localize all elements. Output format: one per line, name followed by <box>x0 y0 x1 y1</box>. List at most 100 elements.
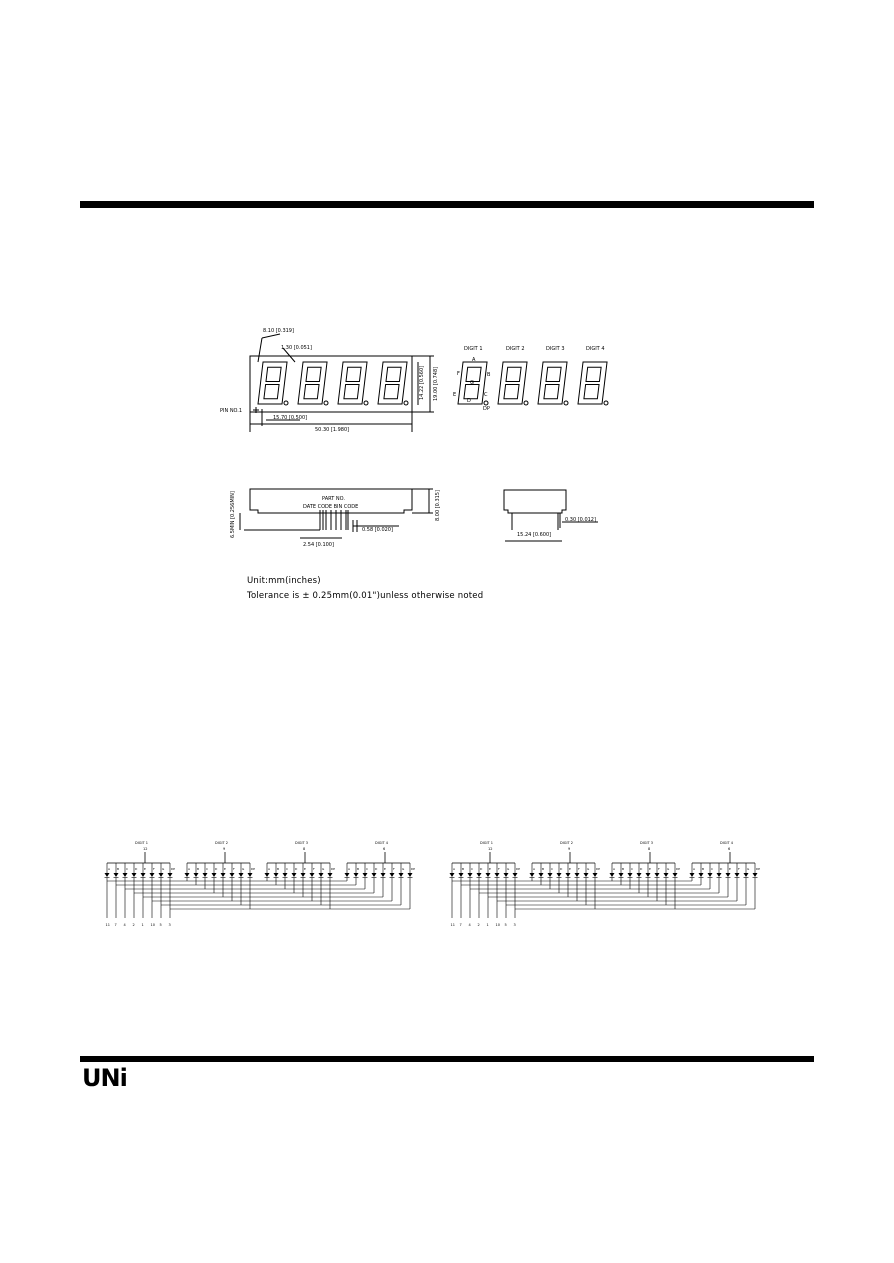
segment-letter: DP <box>331 867 335 871</box>
digit-outline <box>377 361 408 405</box>
decimal-point <box>483 400 489 406</box>
led-diode <box>485 873 491 877</box>
led-diode <box>238 873 244 877</box>
circuit-pin-number: 5 <box>160 923 162 927</box>
segment-letter: A <box>268 867 271 871</box>
segment-letter: C <box>366 867 368 871</box>
circuit-common-pin: 6 <box>728 847 730 851</box>
segment-letter: D <box>720 867 723 871</box>
led-diode <box>467 873 473 877</box>
segment-letter: B <box>622 867 624 871</box>
segment-letter: D <box>135 867 138 871</box>
digit-window-upper <box>545 366 562 382</box>
digit-outline <box>537 361 568 405</box>
led-diode <box>707 873 713 877</box>
circuit-digit-label: DIGIT 3 <box>295 841 308 845</box>
segment-letter: B <box>357 867 359 871</box>
segment-letter: G <box>322 867 325 871</box>
led-diode <box>565 873 571 877</box>
led-diode <box>371 873 377 877</box>
led-diode <box>327 873 333 877</box>
led-diode <box>734 873 740 877</box>
front-digit-2 <box>297 361 329 406</box>
pinout-digit-2 <box>497 361 529 406</box>
segment-letter: DP <box>596 867 600 871</box>
segment-letter: C <box>206 867 208 871</box>
pin-thickness-label: 0.30 [0.012] <box>565 517 596 523</box>
led-diode <box>229 873 235 877</box>
segment-letter: DP <box>251 867 255 871</box>
led-diode <box>512 873 518 877</box>
seg-c-label: C <box>484 392 488 398</box>
circuit-pin-number: 2 <box>478 923 480 927</box>
circuit-common-pin: 6 <box>383 847 385 851</box>
led-diode <box>291 873 297 877</box>
led-diode <box>627 873 633 877</box>
segment-letter: E <box>384 867 386 871</box>
led-diode <box>538 873 544 877</box>
segment-letter: A <box>108 867 111 871</box>
segment-letter: DP <box>171 867 175 871</box>
led-diode <box>636 873 642 877</box>
led-diode <box>300 873 306 877</box>
decimal-point <box>523 400 529 406</box>
segment-letter: F <box>658 867 660 871</box>
seg-g-label: G <box>470 380 474 386</box>
digit2-label: DIGIT 2 <box>506 346 525 352</box>
led-diode <box>609 873 615 877</box>
digit-window-lower <box>383 384 400 400</box>
front-digit-4 <box>377 361 409 406</box>
pin-dia-label: 0.58 [0.020] <box>362 527 393 533</box>
circuit-pin-number: 11 <box>451 923 455 927</box>
segment-letter: G <box>507 867 510 871</box>
segment-letter: C <box>126 867 128 871</box>
led-diode <box>529 873 535 877</box>
segment-letter: A <box>453 867 456 871</box>
segment-letter: D <box>480 867 483 871</box>
segment-letter: C <box>286 867 288 871</box>
led-diode <box>618 873 624 877</box>
seg-f-label: F <box>457 371 460 377</box>
segment-letter: A <box>613 867 616 871</box>
digit-outline <box>497 361 528 405</box>
segment-letter: A <box>188 867 191 871</box>
segment-letter: B <box>277 867 279 871</box>
body-height-label: 19.00 [0.748] <box>433 367 439 401</box>
depth-label: 8.00 [0.315] <box>435 490 441 521</box>
decimal-point <box>323 400 329 406</box>
segment-letter: B <box>197 867 199 871</box>
circuit-pin-number: 4 <box>469 923 472 927</box>
circuit-digit-label: DIGIT 1 <box>480 841 493 845</box>
segment-letter: B <box>542 867 544 871</box>
segment-letter: C <box>471 867 473 871</box>
front-digit-1 <box>257 361 289 406</box>
segment-letter: G <box>242 867 245 871</box>
circuit-pin-number: 10 <box>151 923 155 927</box>
circuit-common-pin: 9 <box>223 847 225 851</box>
led-diode <box>122 873 128 877</box>
segment-letter: F <box>738 867 740 871</box>
circuit-common-pin: 8 <box>303 847 305 851</box>
segment-letter: G <box>587 867 590 871</box>
digit-window-upper <box>505 366 522 382</box>
body-length-label: 50.30 [1.980] <box>315 427 349 433</box>
led-diode <box>407 873 413 877</box>
led-diode <box>547 873 553 877</box>
digit-window-upper <box>265 366 282 382</box>
seg-a-label: A <box>472 357 476 363</box>
digit1-label: DIGIT 1 <box>464 346 483 352</box>
front-digit-3 <box>337 361 369 406</box>
circuit-pin-number: 5 <box>505 923 507 927</box>
pinout-digit-4 <box>577 361 609 406</box>
led-diode <box>698 873 704 877</box>
segment-letter: D <box>640 867 643 871</box>
segment-letter: D <box>215 867 218 871</box>
digit-window-lower <box>343 384 360 400</box>
digit4-label: DIGIT 4 <box>586 346 605 352</box>
led-diode <box>380 873 386 877</box>
circuit-pin-number: 1 <box>142 923 144 927</box>
led-diode <box>752 873 758 877</box>
led-diode <box>282 873 288 877</box>
